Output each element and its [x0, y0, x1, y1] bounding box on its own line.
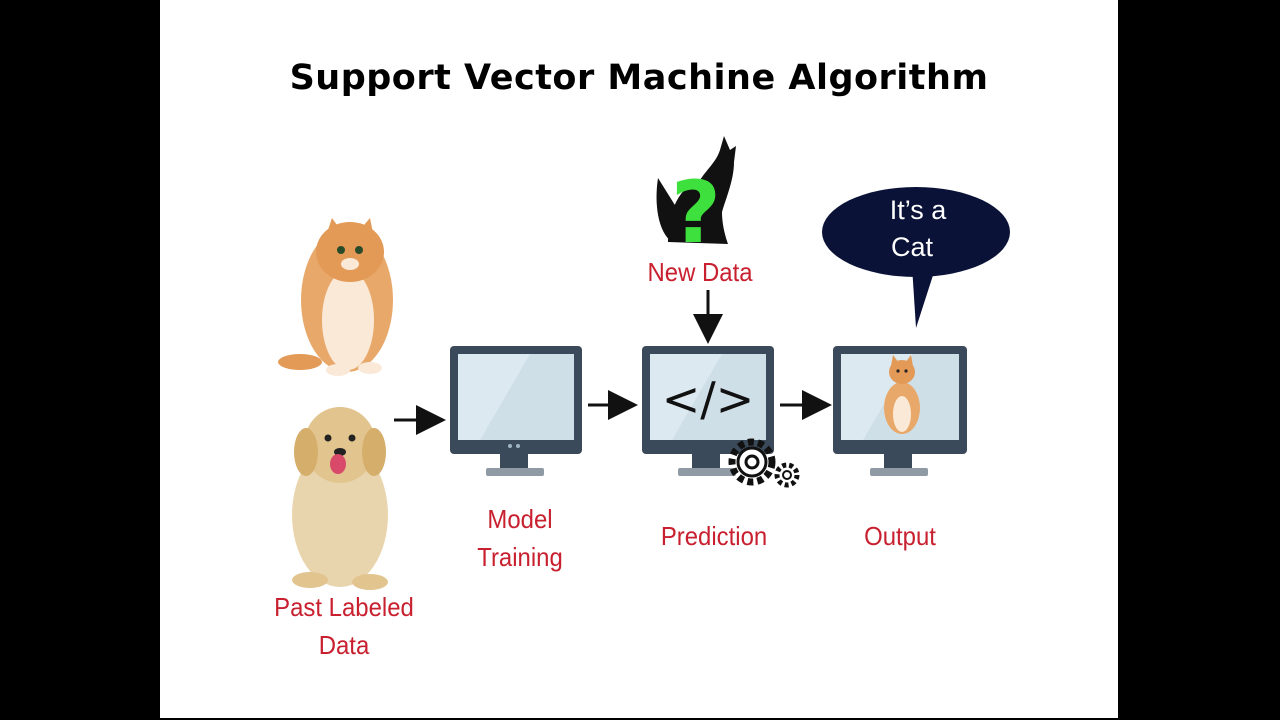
speech-bubble: It’s a Cat	[822, 187, 1010, 328]
prediction-monitor-icon: </>	[642, 346, 774, 476]
training-monitor-icon	[450, 346, 582, 476]
question-mark-icon: ?	[671, 163, 721, 263]
past-labeled-data-label: Past Labeled Data	[261, 588, 427, 664]
output-cat-image	[884, 355, 920, 434]
slide-title: Support Vector Machine Algorithm	[289, 58, 989, 98]
slide: Support Vector Machine Algorithm	[160, 0, 1118, 718]
prediction-label: Prediction	[660, 521, 768, 551]
svm-diagram: </>	[278, 136, 1010, 590]
past-label-line-1: Past Labeled	[274, 592, 414, 622]
model-training-label: Model Training	[446, 500, 593, 576]
training-label-line-2: Training	[477, 542, 563, 572]
training-label-line-1: Model	[487, 504, 553, 534]
bubble-line-2: Cat	[891, 232, 934, 262]
output-monitor-icon	[833, 346, 967, 476]
output-label: Output	[864, 521, 936, 551]
code-icon: </>	[662, 372, 755, 426]
dog-image	[292, 407, 388, 590]
bubble-line-1: It’s a	[890, 195, 948, 225]
unknown-cat-image: ?	[656, 136, 736, 263]
gear-icon	[728, 438, 800, 488]
cat-image	[278, 218, 393, 376]
new-data-label: New Data	[647, 257, 753, 287]
past-label-line-2: Data	[318, 630, 370, 660]
